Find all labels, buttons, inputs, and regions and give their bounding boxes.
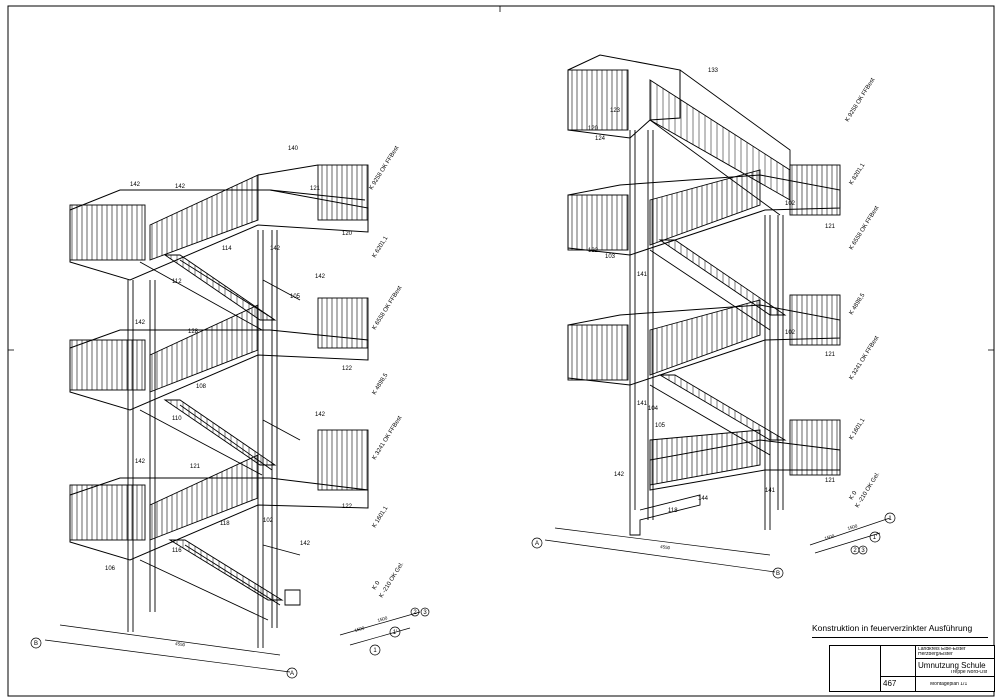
callout: 123 (610, 108, 621, 114)
dimension: 4550 (660, 544, 671, 550)
right-part-callouts: 133 123 120 124 121 102 103 122 141 121 … (588, 68, 836, 514)
callout: 142 (270, 246, 281, 252)
level-label: K 6558 OK FFBest (372, 285, 404, 331)
callout: 106 (105, 566, 116, 572)
client-line-2: Herzberg/Elster (918, 652, 953, 657)
callout: 116 (172, 548, 182, 554)
left-level-labels: K 9258 OK FFBest K 6201,1 K 6558 OK FFBe… (369, 145, 406, 599)
level-label: K -210 OK Gel. (379, 561, 406, 599)
callout: 140 (288, 146, 299, 152)
callout: 124 (595, 136, 606, 142)
callout: 122 (342, 366, 353, 372)
drawing-number: 467 (883, 679, 897, 688)
sheet-border (7, 5, 995, 697)
project-subtitle: Treppe Nord-Ost (950, 670, 988, 675)
axis-mark: A (535, 541, 539, 547)
callout: 102 (785, 330, 796, 336)
callout: 104 (648, 406, 659, 412)
construction-note: Konstruktion in feuerverzinkter Ausführu… (812, 623, 988, 638)
callout: 120 (342, 231, 353, 237)
dimension: 1500 (377, 615, 388, 623)
callout: 118 (220, 521, 230, 527)
callout: 105 (290, 294, 301, 300)
title-block: Landkreis Elbe-Elster Herzberg/Elster Um… (829, 645, 995, 692)
level-label: K 6201,1 (372, 235, 390, 259)
callout: 112 (172, 279, 182, 285)
axis-mark: 1 (373, 648, 377, 654)
level-label: K 9258 OK FFBest (369, 145, 401, 191)
right-level-labels: K 9258 OK FFBest K 8201,1 K 6558 OK FFBe… (845, 77, 882, 509)
axis-mark: 3 (861, 548, 865, 554)
callout: 142 (135, 459, 146, 465)
callout: 121 (825, 224, 836, 230)
callout: 102 (263, 518, 274, 524)
callout: 103 (605, 254, 616, 260)
axis-mark: A (290, 671, 294, 677)
callout: 118 (668, 508, 678, 514)
dimension: 1500 (354, 625, 365, 633)
axis-mark: 1 (888, 516, 892, 522)
level-label: K 1601,1 (372, 505, 390, 529)
left-stair-tower (69, 164, 369, 648)
callout: 121 (825, 352, 836, 358)
callout: 141 (637, 272, 648, 278)
project-title: Umnutzung Schule (918, 661, 986, 670)
dimension: 1500 (847, 523, 858, 531)
callout: 105 (655, 423, 666, 429)
callout: 110 (172, 416, 182, 422)
client-line-1: Landkreis Elbe-Elster (918, 647, 966, 652)
level-label: K 3241 OK FFBest (372, 415, 404, 461)
axis-mark: 1' (873, 535, 877, 541)
callout: 144 (698, 496, 709, 502)
axis-mark: B (776, 571, 780, 577)
axis-mark: 1' (393, 630, 397, 636)
axis-marks: B A A B 1 1' 2 3 1 1' 2 3 (34, 516, 892, 677)
callout: 142 (315, 274, 326, 280)
callout: 128 (188, 329, 199, 335)
callout: 114 (222, 246, 232, 252)
level-label: K 0 (372, 580, 382, 591)
level-label: K 4898,5 (372, 372, 390, 396)
level-label: K 6558 OK FFBest (849, 205, 881, 251)
callout: 121 (190, 464, 201, 470)
callout: 142 (175, 184, 186, 190)
axis-mark: 2 (413, 610, 417, 616)
level-label: K 0 (849, 490, 859, 501)
dimension: 4550 (175, 641, 186, 647)
callout: 133 (708, 68, 719, 74)
level-label: K 9258 OK FFBest (845, 77, 877, 123)
callout: 142 (135, 320, 146, 326)
axis-mark: 2 (853, 548, 857, 554)
callout: 142 (315, 412, 326, 418)
callout: 142 (130, 182, 141, 188)
level-label: K 1601,1 (849, 417, 867, 441)
callout: 122 (588, 248, 599, 254)
callout: 141 (637, 401, 648, 407)
sheet-name: Montageplan 1/1 (930, 682, 968, 687)
callout: 141 (765, 488, 776, 494)
dimension: 1500 (824, 533, 835, 541)
callout: 121 (825, 478, 836, 484)
callout: 108 (196, 384, 207, 390)
callout: 122 (342, 504, 353, 510)
level-label: K 3241 OK FFBest (849, 335, 881, 381)
left-part-callouts: 142 142 140 121 120 114 112 142 105 142 … (105, 146, 353, 572)
level-label: K 8201,1 (849, 162, 867, 186)
callout: 102 (785, 201, 796, 207)
callout: 121 (310, 186, 321, 192)
axis-mark: B (34, 641, 38, 647)
ground-axes (30, 512, 896, 679)
callout: 142 (614, 472, 625, 478)
axis-mark: 3 (423, 610, 427, 616)
level-label: K 4898,5 (849, 292, 867, 316)
callout: 142 (300, 541, 311, 547)
dimension-labels: 4550 4550 1500 1500 1500 1500 (175, 523, 859, 647)
level-label: K -210 OK Gel. (855, 471, 882, 509)
right-stair-tower (567, 54, 841, 536)
callout: 120 (588, 126, 599, 132)
